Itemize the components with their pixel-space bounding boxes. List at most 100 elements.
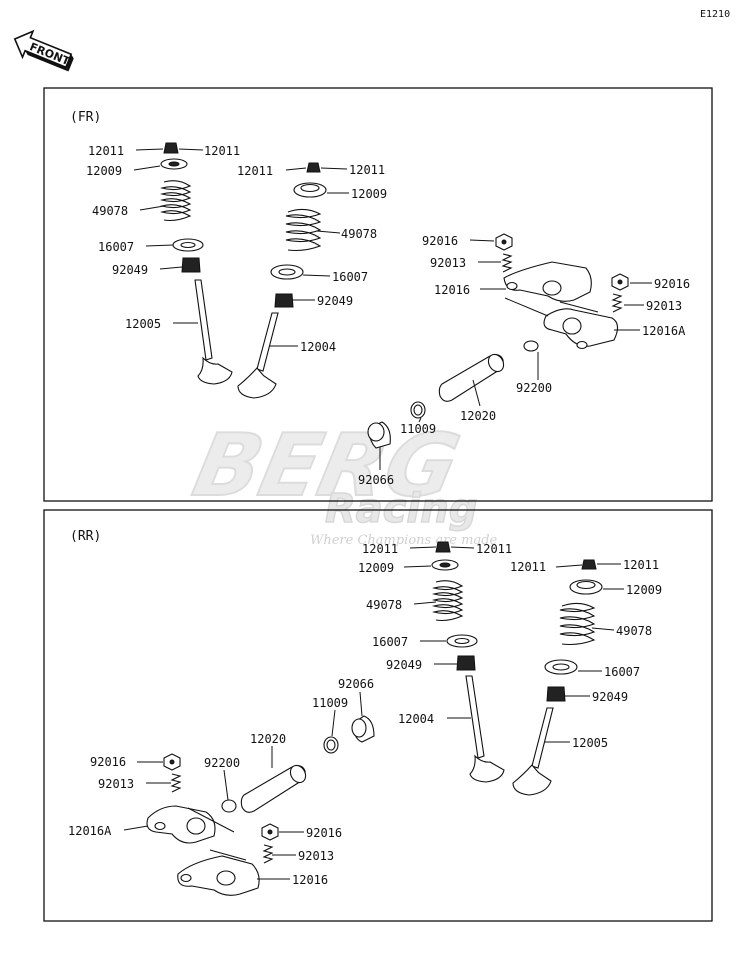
fr-adjust-screw-a bbox=[501, 253, 513, 273]
callout-rr-16007-b: 16007 bbox=[604, 665, 640, 679]
callout-fr-92049-a: 92049 bbox=[112, 263, 148, 277]
callout-fr-92013-b: 92013 bbox=[646, 299, 682, 313]
front-arrow-label: FRONT bbox=[28, 40, 72, 68]
callout-rr-12005: 12005 bbox=[572, 736, 608, 750]
callout-fr-12009-b: 12009 bbox=[351, 187, 387, 201]
rr-rocker-assembly bbox=[146, 753, 279, 896]
callout-fr-12016: 12016 bbox=[434, 283, 470, 297]
callout-rr-92200: 92200 bbox=[204, 756, 240, 770]
fr-rocker-assembly bbox=[495, 233, 629, 352]
fr-rocker-shaft bbox=[438, 354, 504, 402]
callout-rr-49078-a: 49078 bbox=[366, 598, 402, 612]
rr-valve-head-right bbox=[512, 764, 552, 796]
rr-valve-spring-left bbox=[431, 580, 464, 622]
rr-valve-stack-right bbox=[512, 559, 603, 796]
callout-rr-92013-a: 92013 bbox=[98, 777, 134, 791]
callout-fr-92013-a: 92013 bbox=[430, 256, 466, 270]
front-arrow-icon: FRONT bbox=[13, 29, 74, 72]
rr-valve-keeper-left bbox=[435, 541, 451, 553]
fr-valve-spring-right bbox=[285, 208, 322, 252]
callout-fr-16007-b: 16007 bbox=[332, 270, 368, 284]
rr-rocker-shaft bbox=[240, 765, 306, 813]
fr-valve-stack-left bbox=[159, 142, 233, 385]
callout-rr-12011-b: 12011 bbox=[476, 542, 512, 556]
callout-fr-92049-b: 92049 bbox=[317, 294, 353, 308]
rr-oring-92200 bbox=[221, 799, 237, 813]
rr-adjust-screw-a bbox=[170, 773, 182, 793]
front-panel: (FR) bbox=[43, 87, 713, 502]
rr-valve-head-left bbox=[469, 754, 505, 783]
callout-rr-49078-b: 49078 bbox=[616, 624, 652, 638]
fr-valve-spring-left bbox=[159, 180, 192, 222]
callout-fr-12004: 12004 bbox=[300, 340, 336, 354]
fr-valve-stem-right bbox=[256, 312, 279, 372]
rear-panel-label: (RR) bbox=[70, 529, 101, 544]
callout-rr-12016A: 12016A bbox=[68, 824, 112, 838]
callout-fr-12011-c: 12011 bbox=[237, 164, 273, 178]
rr-valve-stem-left bbox=[465, 675, 485, 759]
fr-stem-seal-right bbox=[274, 293, 294, 308]
diagram-code: E1210 bbox=[700, 9, 730, 20]
watermark-brand-top: BERG bbox=[185, 415, 468, 516]
fr-valve-stack-right bbox=[237, 162, 327, 399]
rear-panel-frame bbox=[43, 509, 713, 922]
callout-fr-12011-a: 12011 bbox=[88, 144, 124, 158]
callout-fr-12009-a: 12009 bbox=[86, 164, 122, 178]
callout-fr-49078-b: 49078 bbox=[341, 227, 377, 241]
rr-rocker-shaft-group bbox=[221, 715, 375, 813]
rr-callouts: 12011 12011 12009 49078 16007 92049 1200… bbox=[68, 542, 662, 887]
callout-rr-92049-b: 92049 bbox=[592, 690, 628, 704]
callout-fr-12005: 12005 bbox=[125, 317, 161, 331]
callout-fr-92016-a: 92016 bbox=[422, 234, 458, 248]
rr-valve-stack-left bbox=[431, 541, 505, 783]
callout-fr-92016-b: 92016 bbox=[654, 277, 690, 291]
rr-valve-spring-right bbox=[559, 602, 596, 646]
callout-fr-12011-b: 12011 bbox=[204, 144, 240, 158]
fr-rocker-shaft-group bbox=[367, 353, 505, 449]
callout-rr-12011-a: 12011 bbox=[362, 542, 398, 556]
fr-leader-lines bbox=[133, 148, 652, 470]
fr-valve-head-right bbox=[237, 367, 277, 399]
fr-adjust-screw-b bbox=[611, 293, 623, 313]
callout-rr-16007-a: 16007 bbox=[372, 635, 408, 649]
callout-rr-92016-b: 92016 bbox=[306, 826, 342, 840]
callout-fr-12011-d: 12011 bbox=[349, 163, 385, 177]
callout-fr-16007-a: 16007 bbox=[98, 240, 134, 254]
callout-rr-92066: 92066 bbox=[338, 677, 374, 691]
rear-panel: (RR) bbox=[43, 509, 713, 922]
callout-rr-92013-b: 92013 bbox=[298, 849, 334, 863]
fr-callouts: 12011 12011 12009 49078 16007 92049 1200… bbox=[86, 144, 690, 487]
callout-rr-12004: 12004 bbox=[398, 712, 434, 726]
callout-rr-11009: 11009 bbox=[312, 696, 348, 710]
callout-rr-12016: 12016 bbox=[292, 873, 328, 887]
fr-stem-seal-left bbox=[181, 257, 201, 273]
watermark-brand-bottom: Racing bbox=[325, 486, 477, 532]
callout-fr-12020: 12020 bbox=[460, 409, 496, 423]
rr-adjust-screw-b bbox=[262, 844, 274, 864]
callout-rr-12020: 12020 bbox=[250, 732, 286, 746]
fr-valve-head-left bbox=[197, 356, 233, 385]
watermark-tagline: Where Champions are made bbox=[310, 533, 498, 548]
rr-valve-keeper-right bbox=[581, 559, 597, 570]
front-panel-label: (FR) bbox=[70, 110, 101, 125]
callout-rr-92049-a: 92049 bbox=[386, 658, 422, 672]
front-panel-frame bbox=[43, 87, 713, 502]
fr-valve-keeper-left bbox=[163, 142, 179, 154]
callout-fr-92066: 92066 bbox=[358, 473, 394, 487]
rr-valve-stem-right bbox=[531, 707, 554, 769]
callout-fr-11009: 11009 bbox=[400, 422, 436, 436]
callout-rr-12009-b: 12009 bbox=[626, 583, 662, 597]
callout-fr-12016A: 12016A bbox=[642, 324, 686, 338]
rr-stem-seal-right bbox=[546, 686, 566, 702]
rr-leader-lines bbox=[123, 546, 624, 880]
callout-fr-49078-a: 49078 bbox=[92, 204, 128, 218]
callout-rr-12011-d: 12011 bbox=[623, 558, 659, 572]
callout-fr-92200: 92200 bbox=[516, 381, 552, 395]
fr-valve-keeper-right bbox=[306, 162, 321, 173]
callout-rr-12009-a: 12009 bbox=[358, 561, 394, 575]
callout-rr-12011-c: 12011 bbox=[510, 560, 546, 574]
watermark: BERG Racing Where Champions are made bbox=[184, 414, 498, 548]
rr-stem-seal-left bbox=[456, 655, 476, 671]
fr-oring-92200 bbox=[523, 340, 539, 352]
